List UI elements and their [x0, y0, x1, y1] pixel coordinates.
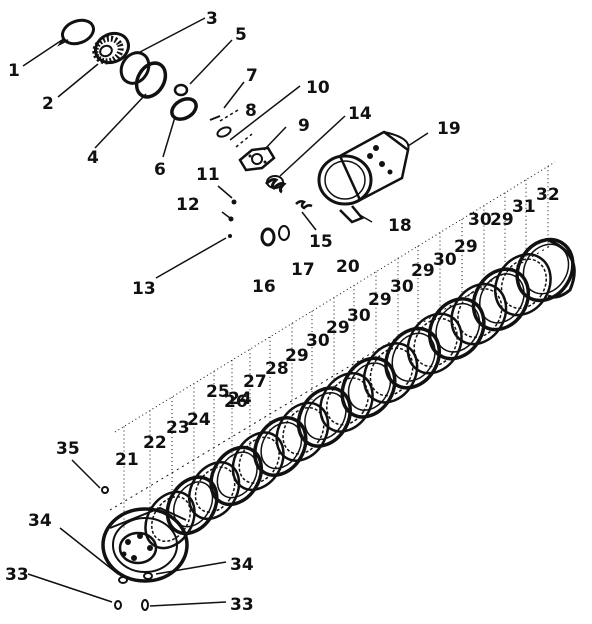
label-18: 18	[388, 216, 412, 236]
label-30e: 30	[468, 210, 492, 230]
part-4-seal	[134, 61, 168, 99]
part-34-seal-left	[118, 576, 128, 584]
stack-ring-inner	[457, 288, 503, 339]
label-29a: 29	[285, 346, 309, 366]
label-8: 8	[245, 101, 257, 121]
label-28: 28	[265, 359, 289, 379]
part-16-washer	[260, 227, 276, 247]
label-22: 22	[143, 433, 167, 453]
label-31: 31	[512, 197, 536, 217]
part-2-hub	[92, 31, 131, 65]
stack-ring-inner	[151, 495, 191, 543]
label-5: 5	[235, 25, 247, 45]
part-32-snap-ring	[547, 238, 576, 299]
vertical-leader-lines	[123, 166, 549, 531]
label-29c: 29	[368, 290, 392, 310]
part-15-spring	[295, 200, 313, 210]
label-26: 26	[224, 392, 248, 412]
part-6-ring	[170, 97, 198, 121]
part-34-seal-right	[143, 572, 153, 580]
stack-ring-inner	[238, 436, 280, 484]
label-13: 13	[132, 279, 156, 299]
label-20: 20	[336, 257, 360, 277]
label-27: 27	[243, 372, 267, 392]
stack-ring	[253, 416, 308, 477]
part-1-snap-ring	[57, 18, 95, 47]
label-29e: 29	[454, 237, 478, 257]
label-15: 15	[309, 232, 333, 252]
stack-ring	[231, 431, 285, 492]
label-17: 17	[291, 260, 315, 280]
label-14: 14	[348, 104, 372, 124]
stack-ring-inner	[369, 347, 414, 397]
label-29f: 29	[490, 210, 514, 230]
label-11: 11	[196, 165, 220, 185]
part-21-housing	[101, 506, 189, 583]
label-30c: 30	[390, 277, 414, 297]
label-10: 10	[306, 78, 330, 98]
stack-ring-inner	[216, 451, 258, 499]
label-29b: 29	[326, 318, 350, 338]
label-25: 25	[206, 382, 230, 402]
stack-ring-inner	[194, 466, 236, 513]
label-4: 4	[87, 148, 99, 168]
label-24a: 24	[187, 410, 211, 430]
part-18-tabs	[339, 205, 365, 224]
label-6: 6	[154, 160, 166, 180]
label-12: 12	[176, 195, 200, 215]
callout-labels: 1 2 3 4 5 6 7 8 9 10 11 12 13 14 15 16 1…	[5, 9, 560, 615]
stack-ring	[296, 386, 352, 448]
stack-ring	[515, 237, 575, 303]
stack-ring-inner	[304, 392, 347, 441]
part-9-plate	[238, 146, 276, 172]
part-33-ball-left	[114, 600, 122, 610]
label-29d: 29	[411, 261, 435, 281]
label-24b: 24	[228, 389, 252, 409]
stack-ring-inner	[347, 362, 392, 411]
label-34-left: 34	[28, 511, 52, 531]
stack-ring-inner	[260, 421, 303, 470]
label-16: 16	[252, 277, 276, 297]
label-34-right: 34	[230, 555, 254, 575]
label-23: 23	[166, 418, 190, 438]
label-7: 7	[246, 66, 258, 86]
part-17-washer	[278, 225, 290, 241]
clutch-pack-stack	[144, 237, 576, 550]
label-33-left: 33	[5, 565, 29, 585]
label-21: 21	[115, 450, 139, 470]
label-3: 3	[206, 9, 218, 29]
stack-ring	[165, 475, 219, 536]
part-3-seal	[119, 51, 151, 85]
label-19: 19	[437, 119, 461, 139]
stack-ring-inner	[435, 302, 481, 353]
stack-ring-inner	[391, 332, 436, 382]
stack-ring-inner	[282, 406, 325, 455]
label-30b: 30	[347, 306, 371, 326]
stack-ring-inner	[325, 377, 370, 426]
part-33-pin-right	[141, 599, 149, 611]
stack-ring	[209, 445, 264, 507]
label-2: 2	[42, 94, 54, 114]
part-5-seal	[173, 83, 189, 97]
part-19-drum	[317, 130, 410, 206]
label-32: 32	[536, 185, 560, 205]
part-35-ball	[101, 486, 109, 494]
stack-ring-inner	[500, 258, 548, 310]
label-30a: 30	[306, 331, 330, 351]
label-1: 1	[8, 61, 20, 81]
label-9: 9	[298, 116, 310, 136]
stack-ring-inner	[413, 317, 458, 368]
label-33-right: 33	[230, 595, 254, 615]
bottom-leader-lines	[27, 459, 227, 607]
part-13-ball	[228, 234, 232, 238]
part-11-ball	[231, 199, 237, 205]
part-7-8-small-parts	[209, 115, 232, 138]
label-30d: 30	[433, 250, 457, 270]
label-35: 35	[56, 439, 80, 459]
part-14-spring	[264, 175, 287, 194]
top-leader-lines	[22, 17, 429, 279]
